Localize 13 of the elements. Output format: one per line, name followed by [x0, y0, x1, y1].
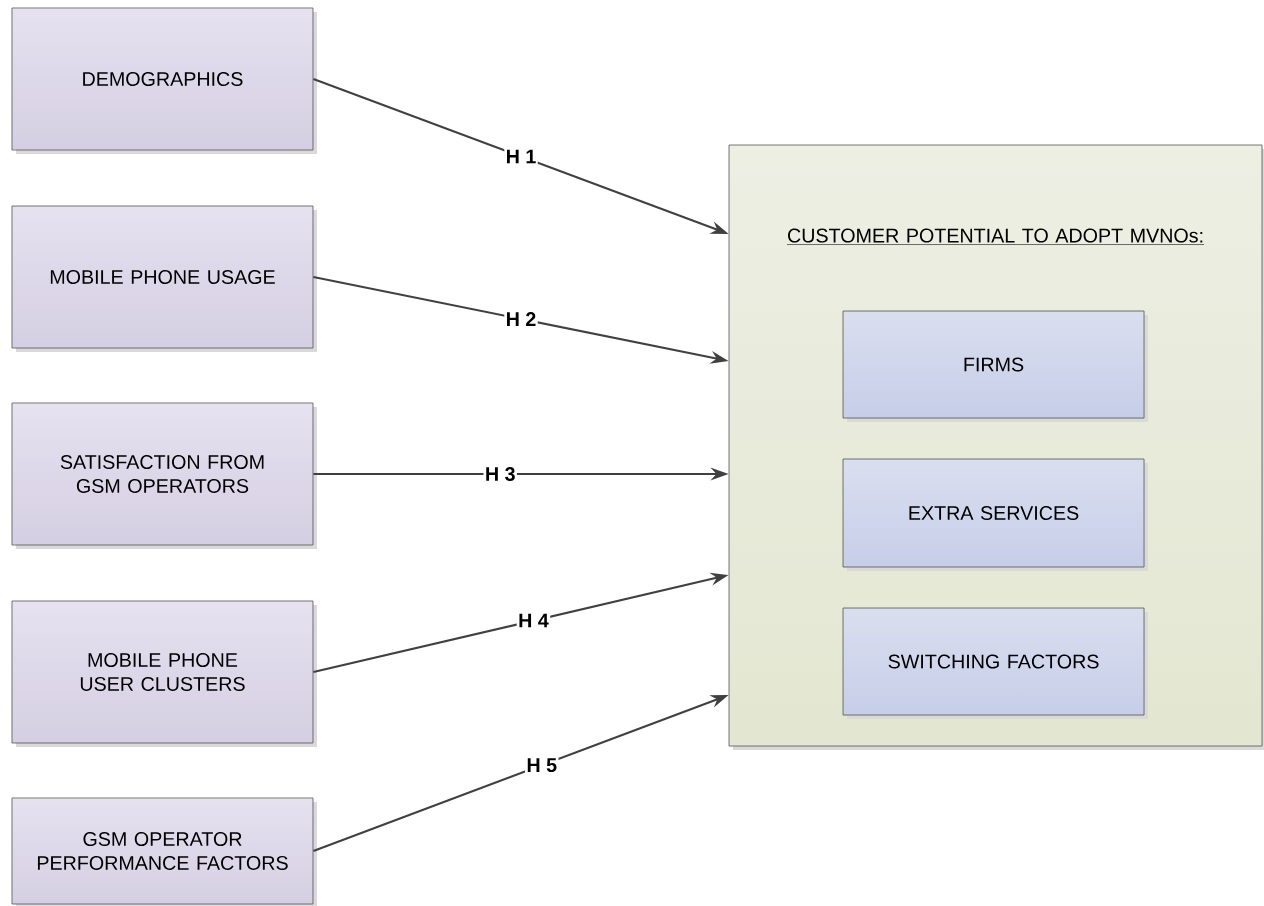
component-box: EXTRA SERVICES [842, 458, 1148, 571]
factor-box: MOBILE PHONE USER CLUSTERS [11, 600, 317, 747]
edge-label: H 2 [504, 310, 538, 328]
factor-box: SATISFACTION FROM GSM OPERATORS [11, 402, 317, 549]
component-box: FIRMS [842, 310, 1148, 422]
edge-label: H 1 [504, 148, 538, 165]
component-box: SWITCHING FACTORS [842, 607, 1148, 719]
factor-box: DEMOGRAPHICS [11, 7, 317, 154]
factor-box: MOBILE PHONE USAGE [11, 205, 317, 352]
edge-label: H 3 [483, 465, 517, 483]
edge-label: H 5 [525, 756, 559, 774]
edge-label: H 4 [516, 612, 551, 629]
factor-box: GSM OPERATOR PERFORMANCE FACTORS [11, 797, 317, 906]
